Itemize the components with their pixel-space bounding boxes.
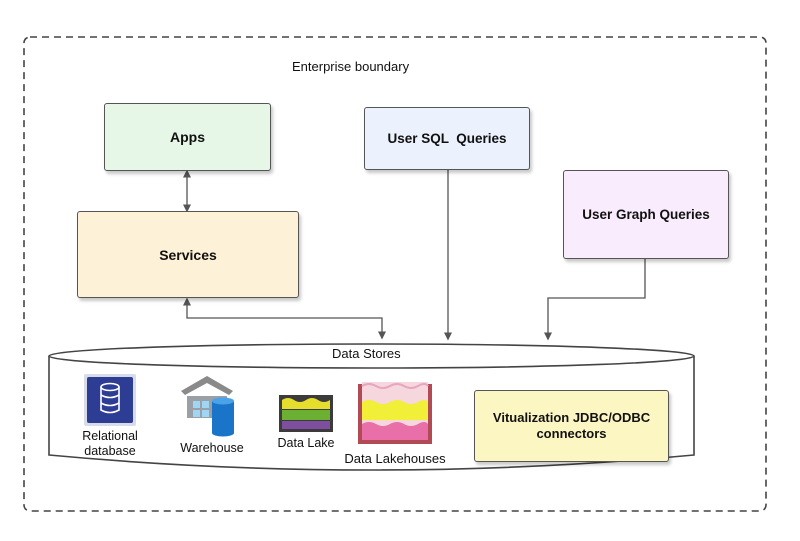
user-graph-queries-box: User Graph Queries — [563, 170, 729, 259]
virtualization-connectors-box: Vitualization JDBC/ODBC connectors — [474, 390, 669, 462]
relational-database-label: Relational database — [70, 429, 150, 459]
virtualization-label-line2: connectors — [536, 426, 607, 441]
data-lakehouses-label: Data Lakehouses — [344, 451, 446, 466]
virtualization-label-line1: Vitualization JDBC/ODBC — [492, 410, 651, 425]
user-graph-queries-label: User Graph Queries — [582, 207, 710, 222]
user-sql-queries-label: User SQL Queries — [387, 131, 507, 146]
data-lakehouse-icon — [358, 382, 432, 444]
services-datastores-connector — [183, 297, 386, 340]
data-stores-title: Data Stores — [332, 346, 401, 361]
boundary-label: Enterprise boundary — [292, 59, 410, 74]
graph-datastores-connector — [544, 259, 646, 341]
relational-database-icon — [84, 374, 136, 426]
data-lake-icon — [279, 395, 333, 432]
data-lake-label: Data Lake — [277, 436, 335, 450]
apps-label: Apps — [170, 129, 205, 145]
warehouse-icon — [181, 376, 234, 437]
apps-box: Apps — [104, 103, 271, 171]
relational-label-line2: database — [84, 444, 136, 458]
services-box: Services — [77, 211, 299, 298]
user-sql-queries-box: User SQL Queries — [364, 107, 530, 170]
warehouse-label: Warehouse — [180, 441, 244, 455]
services-label: Services — [159, 246, 217, 263]
enterprise-boundary — [23, 36, 767, 512]
relational-label-line1: Relational — [82, 429, 138, 443]
